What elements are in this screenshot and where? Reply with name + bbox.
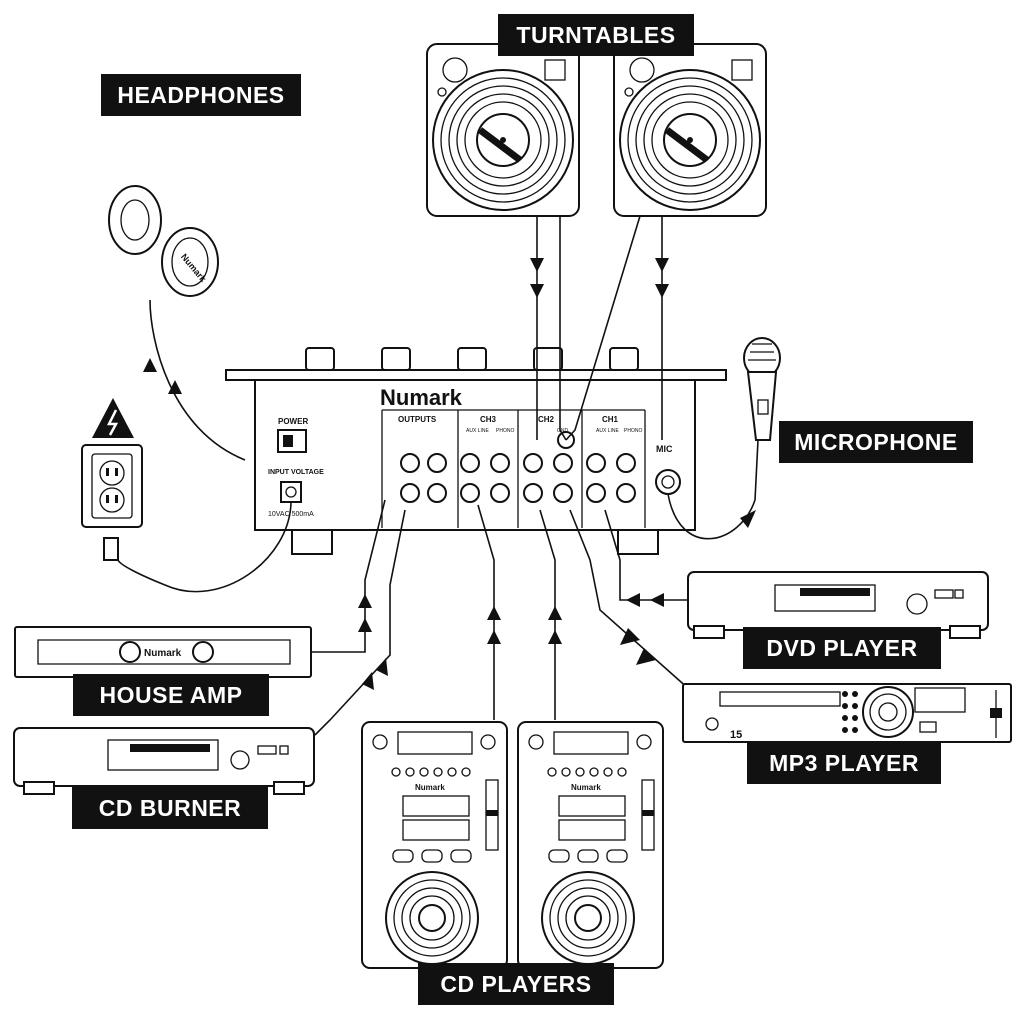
svg-text:AUX LINE: AUX LINE (466, 428, 489, 434)
svg-text:AUX LINE: AUX LINE (596, 428, 619, 434)
mixer-knobs (305, 347, 639, 371)
turntable-left-icon (426, 43, 580, 217)
ch2-label: CH2 (538, 415, 555, 424)
turntables-label: TURNTABLES (498, 14, 694, 56)
mixer-panel: Numark POWER INPUT VOLTAGE 10VAC 500mA O… (225, 347, 727, 555)
voltage-rating: 10VAC 500mA (268, 511, 314, 518)
headphones-label: HEADPHONES (101, 74, 301, 116)
cd-burner-icon (13, 727, 315, 795)
amplifier-icon: Numark (14, 626, 312, 678)
svg-text:Numark: Numark (415, 783, 445, 792)
power-outlet-icon (81, 444, 143, 561)
ch1-label: CH1 (602, 415, 619, 424)
cables (117, 215, 759, 736)
headphones-icon: Numark (108, 128, 235, 297)
svg-text:Numark: Numark (571, 783, 601, 792)
input-voltage-label: INPUT VOLTAGE (268, 469, 324, 476)
outputs-label: OUTPUTS (398, 415, 437, 424)
arrows (143, 258, 756, 690)
microphone-icon (743, 337, 781, 441)
mic-label: MIC (656, 444, 673, 454)
house-amp-label: HOUSE AMP (73, 674, 269, 716)
amp-brand: Numark (144, 648, 182, 659)
svg-text:GND: GND (557, 428, 569, 434)
ch3-label: CH3 (480, 415, 497, 424)
cd-burner-label: CD BURNER (72, 787, 268, 829)
mp3-player-label: MP3 PLAYER (747, 742, 941, 784)
dvd-player-label: DVD PLAYER (743, 627, 941, 669)
dvd-player-icon (687, 571, 989, 639)
warning-icon (92, 398, 134, 438)
svg-text:PHONO: PHONO (496, 428, 514, 434)
turntable-right-icon (613, 43, 767, 217)
mp3-player-icon: 15 (682, 683, 1012, 743)
cd-players-label: CD PLAYERS (418, 963, 614, 1005)
rca-jacks (400, 431, 636, 503)
svg-text:PHONO: PHONO (624, 428, 642, 434)
microphone-label: MICROPHONE (779, 421, 973, 463)
mp3-badge: 15 (730, 729, 742, 741)
power-label: POWER (278, 417, 308, 426)
cd-player-right-icon: Numark (517, 721, 664, 969)
mixer-brand: Numark (380, 385, 463, 410)
cd-player-left-icon: Numark (361, 721, 508, 969)
